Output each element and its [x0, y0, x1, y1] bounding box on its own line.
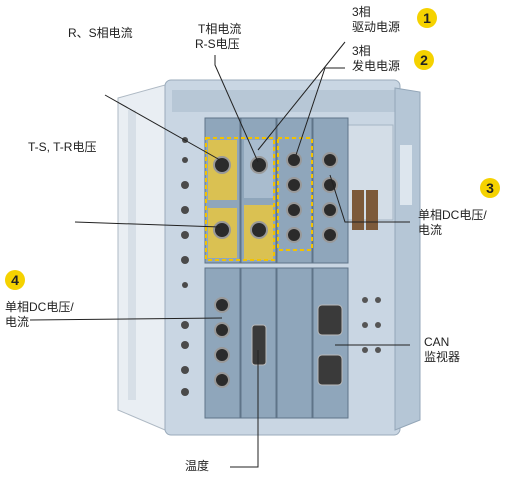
badge-1: 1 [417, 8, 437, 28]
label-single-dc-left-1: 单相DC电压/ [5, 300, 74, 314]
can-connector-2 [317, 354, 343, 386]
left-side-panel [117, 84, 166, 431]
label-rs-voltage: R-S电压 [195, 37, 240, 51]
label-temperature: 温度 [185, 459, 210, 473]
leader-lines [29, 41, 410, 468]
label-single-dc-right-2: 电流 [418, 223, 443, 237]
right-handle [394, 87, 421, 431]
badge-3: 3 [480, 178, 500, 198]
left-column-ports [181, 137, 189, 396]
badge-2: 2 [414, 50, 434, 70]
label-ts-tr-voltage: T-S, T-R电压 [28, 140, 97, 154]
label-three-phase-2: 3相 [352, 44, 371, 58]
label-drive-power: 驱动电源 [352, 20, 401, 34]
label-can: CAN [424, 335, 450, 349]
label-rs-current: R、S相电流 [68, 26, 133, 40]
highlight-drive [205, 137, 275, 261]
temperature-connector [251, 324, 267, 366]
badge-4: 4 [5, 270, 25, 290]
label-monitor: 监视器 [424, 350, 461, 364]
right-terminal-block [352, 190, 378, 230]
top-rail [172, 90, 397, 112]
label-single-dc-left-2: 电流 [5, 315, 30, 329]
label-t-current: T相电流 [198, 22, 242, 36]
label-three-phase-1: 3相 [352, 5, 371, 19]
can-connector-1 [317, 304, 343, 336]
highlight-gen [277, 137, 313, 251]
label-single-dc-right-1: 单相DC电压/ [418, 208, 487, 222]
label-gen-power: 发电电源 [352, 59, 401, 73]
bnc-connectors [213, 152, 338, 388]
